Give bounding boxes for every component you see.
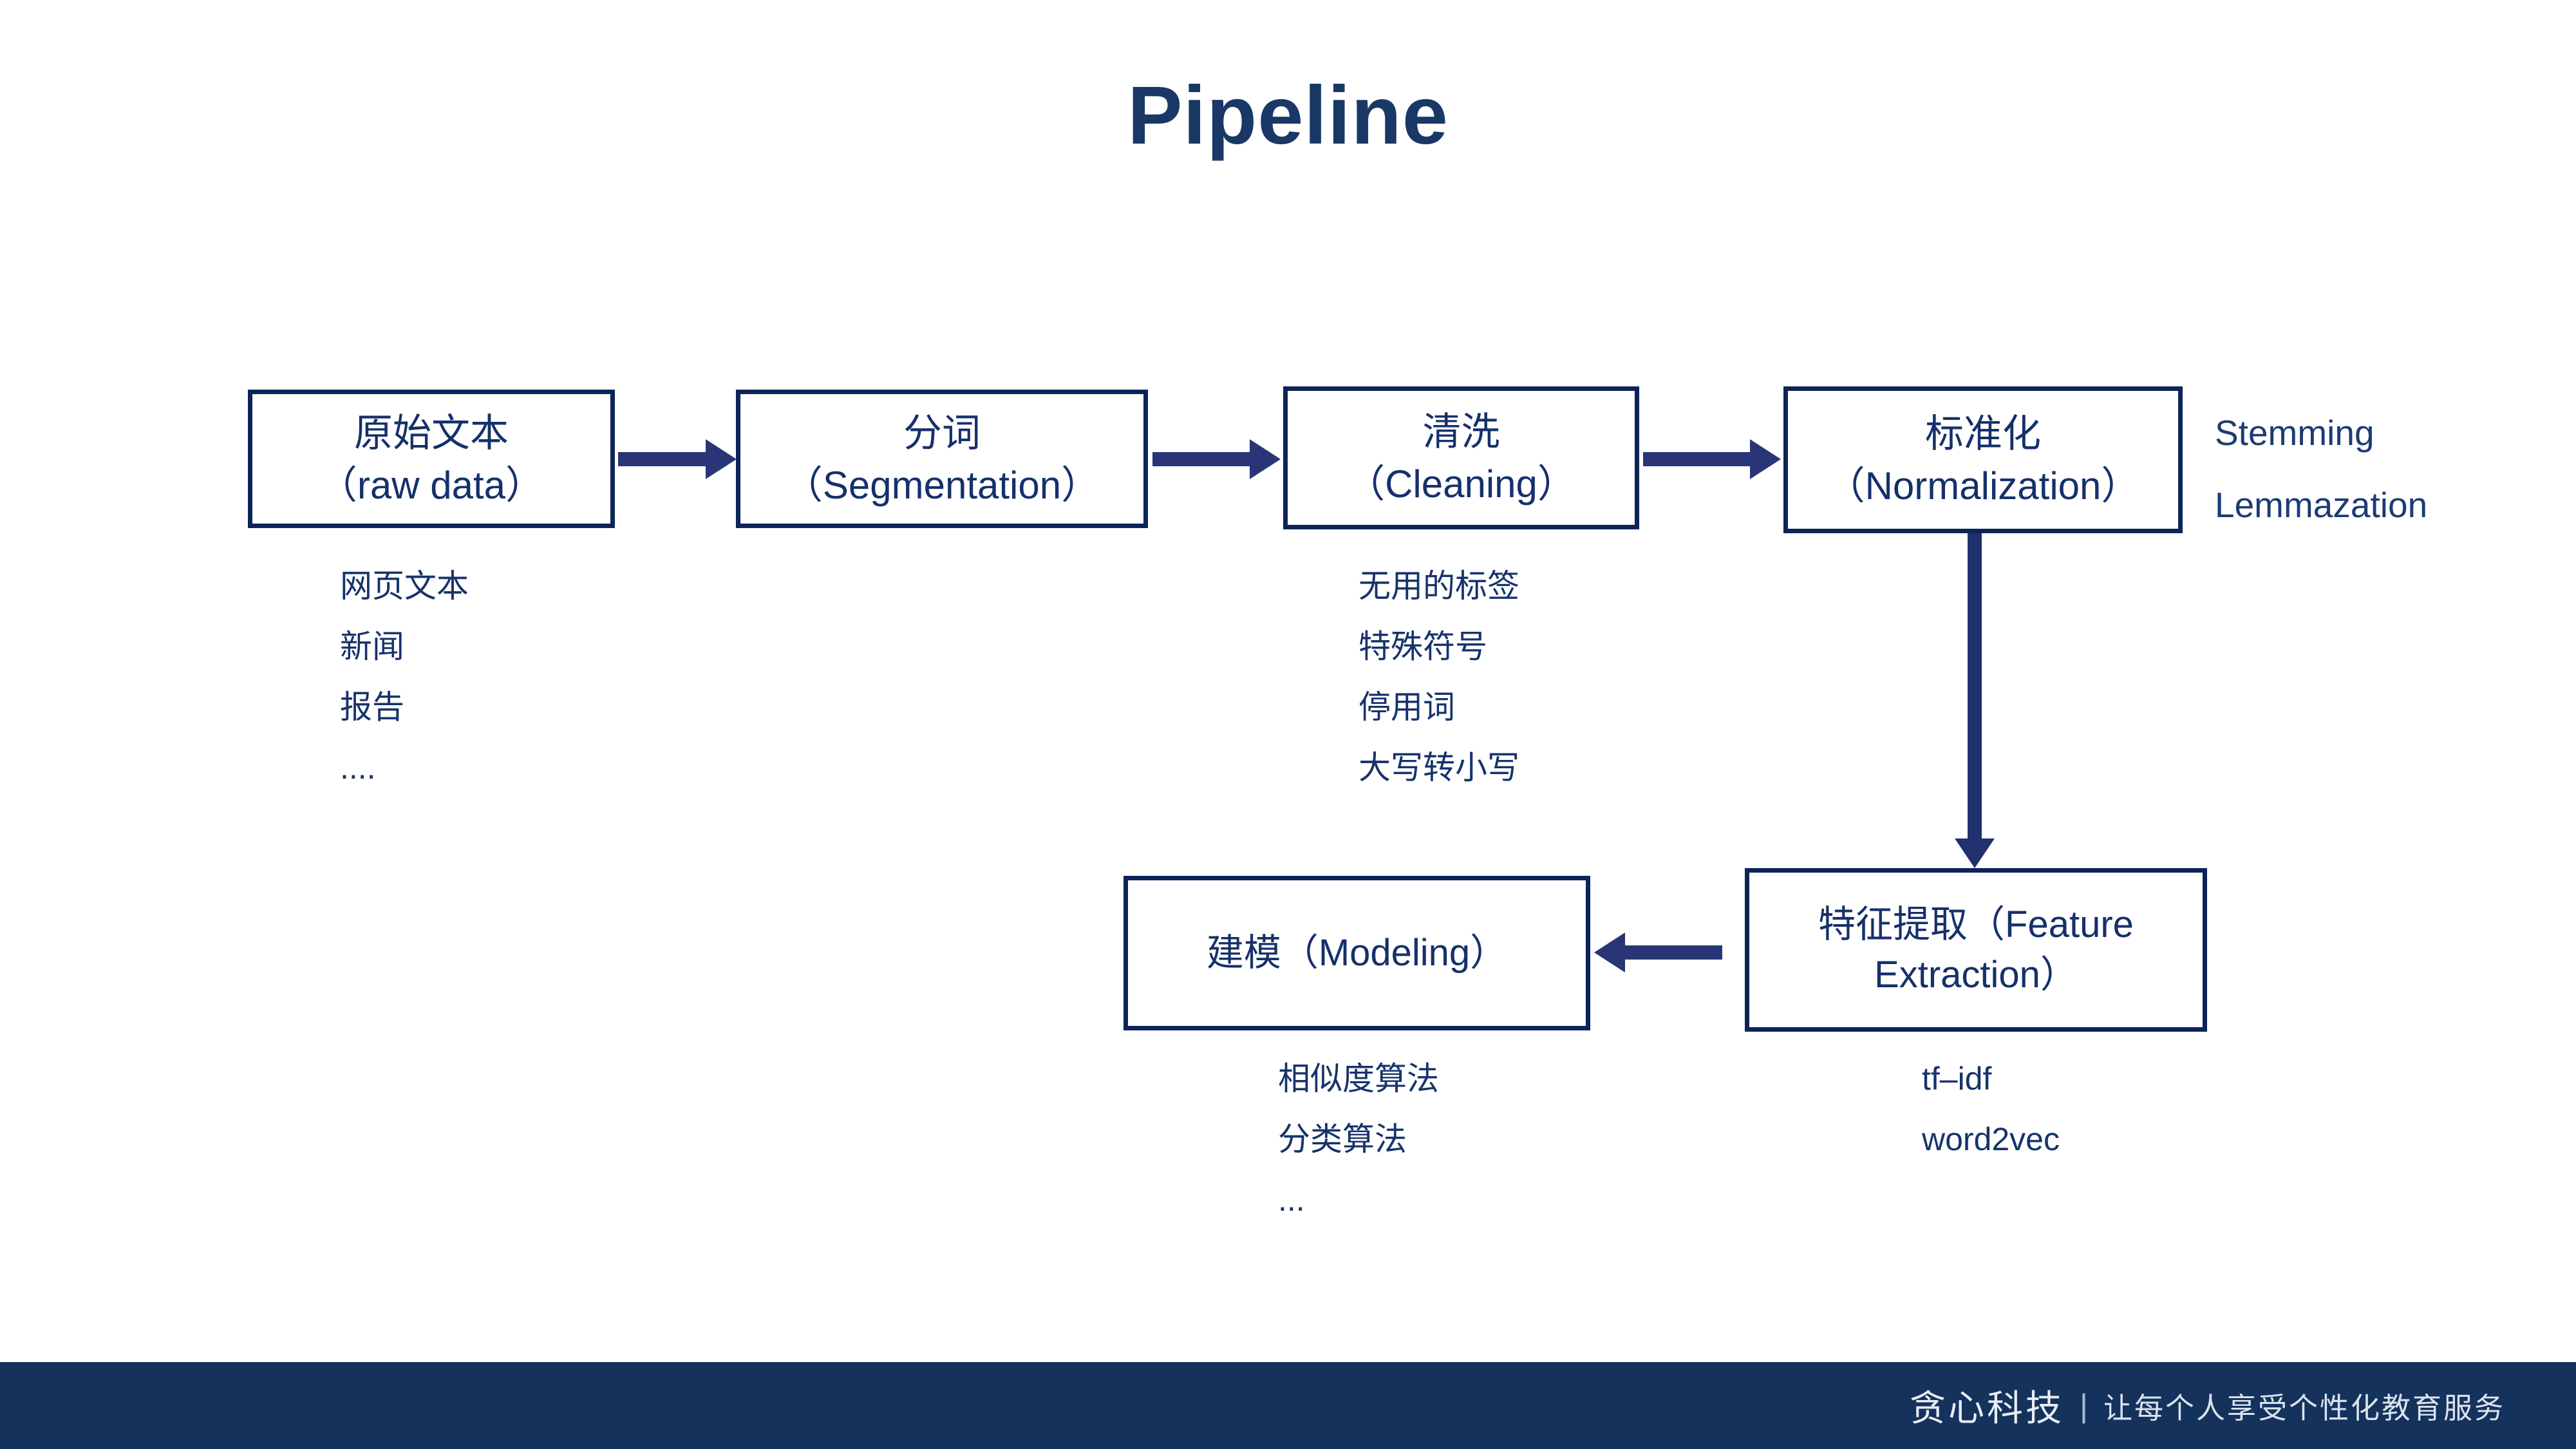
list-item: 停用词 [1359, 689, 1455, 725]
list-item: 分类算法 [1278, 1121, 1407, 1157]
flow-box-normalization-line2: （Normalization） [1826, 464, 2140, 507]
flow-box-cleaning[interactable]: 清洗 （Cleaning） [1283, 386, 1639, 529]
flow-box-raw-text[interactable]: 原始文本 （raw data） [248, 390, 615, 528]
list-modeling-methods: 相似度算法 分类算法 ... [1278, 1063, 1439, 1244]
flow-box-raw-text-line2: （raw data） [318, 463, 545, 507]
list-item: 特殊符号 [1359, 629, 1487, 665]
list-item: word2vec [1922, 1121, 2060, 1157]
flow-box-raw-text-line1: 原始文本 [354, 411, 509, 455]
arrow-segmentation-to-cleaning-icon [1152, 452, 1252, 466]
list-item: 大写转小写 [1359, 750, 1519, 786]
arrow-feature-extraction-to-modeling-icon [1622, 945, 1722, 960]
arrow-normalization-to-feature-extraction-icon [1968, 533, 1982, 842]
footer-divider: | [2079, 1387, 2088, 1424]
arrow-cleaning-to-normalization-icon [1643, 452, 1753, 466]
arrow-raw-to-segmentation-icon [618, 452, 708, 466]
flow-box-normalization-line1: 标准化 [1925, 412, 2041, 455]
page-title: Pipeline [1127, 70, 1449, 162]
note-stemming: Stemming [2215, 413, 2374, 453]
list-item: ... [1278, 1182, 1305, 1218]
list-item: 新闻 [340, 629, 404, 665]
list-item: 无用的标签 [1359, 568, 1519, 604]
flow-box-segmentation[interactable]: 分词 （Segmentation） [736, 390, 1148, 528]
list-item: 网页文本 [340, 568, 469, 604]
flow-box-segmentation-line2: （Segmentation） [784, 463, 1100, 507]
flow-box-modeling[interactable]: 建模（Modeling） [1123, 876, 1590, 1030]
list-feature-methods: tf–idf word2vec [1922, 1063, 2060, 1184]
footer-tagline: 让每个人享受个性化教育服务 [2103, 1391, 2505, 1425]
footer-brand: 贪心科技 [1909, 1388, 2064, 1430]
list-cleaning-steps: 无用的标签 特殊符号 停用词 大写转小写 [1359, 570, 1519, 812]
flow-box-feature-extraction-line1: 特征提取（Feature [1818, 903, 2134, 945]
flow-box-normalization[interactable]: 标准化 （Normalization） [1783, 386, 2183, 533]
list-item: tf–idf [1922, 1061, 1992, 1097]
flow-box-feature-extraction-line2: Extraction） [1874, 954, 2078, 996]
list-item: 报告 [340, 689, 404, 725]
note-lemmazation: Lemmazation [2215, 485, 2428, 525]
flow-box-feature-extraction[interactable]: 特征提取（Feature Extraction） [1745, 868, 2207, 1032]
footer-bar: 贪心科技 | 让每个人享受个性化教育服务 [0, 1362, 2576, 1449]
list-item: .... [340, 750, 376, 786]
flow-box-modeling-line1: 建模（Modeling） [1206, 931, 1508, 974]
list-item: 相似度算法 [1278, 1061, 1439, 1097]
flow-box-cleaning-line1: 清洗 [1422, 410, 1500, 453]
list-raw-text-sources: 网页文本 新闻 报告 .... [340, 570, 469, 812]
flow-box-cleaning-line2: （Cleaning） [1346, 462, 1576, 506]
flow-box-segmentation-line1: 分词 [903, 411, 981, 455]
